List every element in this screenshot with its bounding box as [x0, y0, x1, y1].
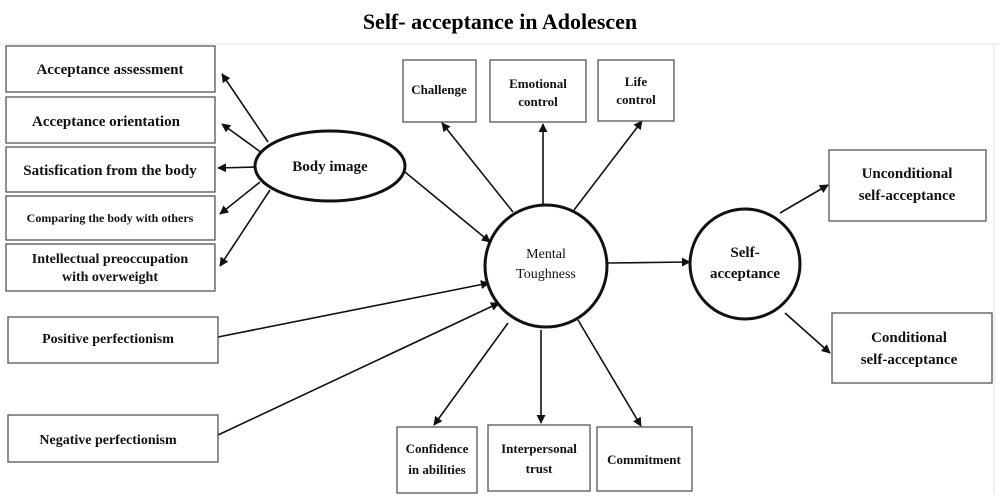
label-mental-line1: Mental — [526, 247, 566, 262]
box-life-control: Life control — [597, 59, 675, 122]
box-interpersonal-trust: Interpersonal trust — [487, 424, 591, 492]
label-commitment: Commitment — [607, 452, 681, 467]
label-challenge: Challenge — [411, 82, 467, 97]
box-comparing-body: Comparing the body with others — [5, 195, 216, 241]
node-body-image: Body image — [253, 129, 407, 203]
edge-negative-to-mental — [217, 302, 500, 436]
box-positive-perfectionism: Positive perfectionism — [7, 316, 219, 364]
label-life-line2: control — [616, 92, 656, 107]
box-confidence: Confidence in abilities — [396, 426, 478, 494]
edge-self-to-unconditional — [779, 184, 829, 214]
edge-body-to-mental — [404, 171, 491, 243]
label-comparing-body: Comparing the body with others — [27, 211, 194, 225]
label-confidence-line2: in abilities — [408, 462, 465, 477]
label-preoccupation-line2: with overweight — [62, 270, 158, 285]
label-confidence-line1: Confidence — [406, 441, 469, 456]
edge-body-to-satisfication — [217, 163, 257, 173]
box-challenge: Challenge — [402, 59, 477, 123]
box-commitment: Commitment — [596, 426, 693, 492]
label-negative-perfectionism: Negative perfectionism — [39, 433, 177, 448]
box-intellectual-preoccupation: Intellectual preoccupation with overweig… — [5, 243, 216, 292]
edge-body-to-preoccupation — [219, 189, 271, 267]
edge-mental-to-self — [606, 257, 691, 267]
label-conditional-line2: self-acceptance — [861, 352, 958, 368]
box-acceptance-assessment: Acceptance assessment — [5, 45, 216, 93]
edges — [217, 73, 831, 436]
edge-mental-to-confidence — [433, 322, 509, 426]
edge-body-to-comparing — [219, 181, 261, 215]
label-trust-line1: Interpersonal — [501, 441, 577, 456]
label-emotional-line1: Emotional — [509, 76, 567, 91]
edge-mental-to-challenge — [441, 122, 514, 213]
box-emotional-control: Emotional control — [489, 59, 587, 123]
label-body-image: Body image — [292, 159, 368, 175]
edge-mental-to-commitment — [577, 319, 642, 427]
node-mental-toughness: Mental Toughness — [483, 203, 609, 329]
label-acceptance-assessment: Acceptance assessment — [36, 62, 183, 78]
label-acceptance-orientation: Acceptance orientation — [32, 114, 181, 130]
label-self-line1: Self- — [730, 245, 759, 261]
label-preoccupation-line1: Intellectual preoccupation — [32, 252, 189, 267]
edge-body-to-assessment — [221, 73, 269, 143]
node-self-acceptance: Self- acceptance — [688, 207, 802, 321]
label-self-line2: acceptance — [710, 266, 780, 282]
label-trust-line2: trust — [526, 461, 553, 476]
label-life-line1: Life — [625, 74, 648, 89]
box-satisfication-from-body: Satisfication from the body — [5, 146, 216, 193]
box-unconditional: Unconditional self-acceptance — [828, 149, 987, 222]
box-negative-perfectionism: Negative perfectionism — [7, 414, 219, 463]
label-unconditional-line1: Unconditional — [862, 166, 953, 182]
edge-body-to-orientation — [221, 123, 263, 154]
edge-positive-to-mental — [217, 280, 490, 338]
label-emotional-line2: control — [518, 94, 558, 109]
diagram-title: Self- acceptance in Adolescen — [363, 9, 637, 34]
label-unconditional-line2: self-acceptance — [859, 188, 956, 204]
label-satisfication-from-body: Satisfication from the body — [23, 163, 197, 179]
edge-mental-to-life — [573, 120, 643, 211]
box-conditional: Conditional self-acceptance — [831, 312, 993, 384]
edge-self-to-conditional — [784, 312, 831, 354]
label-mental-line2: Toughness — [516, 267, 576, 282]
label-positive-perfectionism: Positive perfectionism — [42, 332, 174, 347]
label-conditional-line1: Conditional — [871, 330, 947, 346]
box-acceptance-orientation: Acceptance orientation — [5, 96, 216, 144]
